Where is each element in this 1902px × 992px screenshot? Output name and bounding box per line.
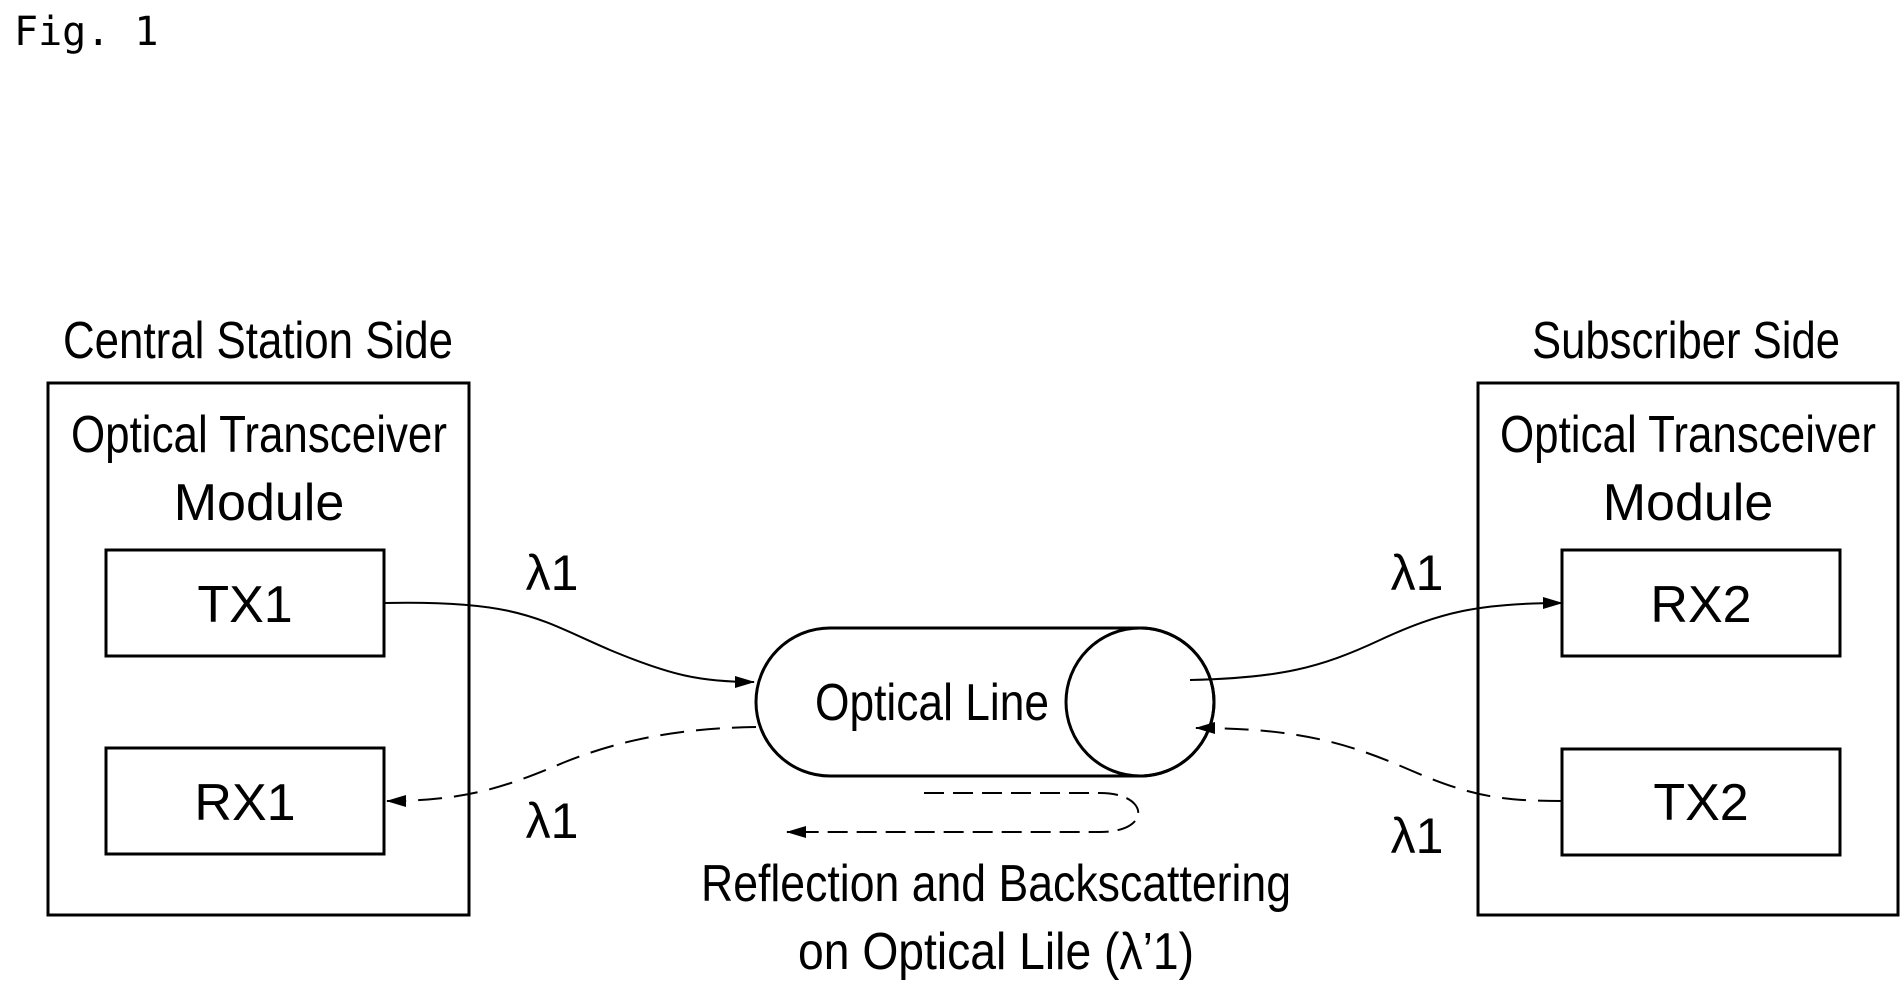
reflection-caption-line2: on Optical Lile (λ’1) (798, 923, 1194, 981)
rx1-label: RX1 (194, 774, 295, 832)
rx2-wavelength-label: λ1 (1391, 545, 1444, 601)
line-to-rx1-arrow (387, 727, 756, 801)
rx2-label: RX2 (1650, 576, 1751, 634)
reflection-caption-line1: Reflection and Backscattering (701, 855, 1291, 913)
tx1-to-line-arrow (384, 603, 754, 682)
optical-line-label: Optical Line (815, 674, 1049, 732)
figure-label: Fig. 1 (14, 9, 159, 55)
subscriber-module-title-line2: Module (1603, 474, 1774, 532)
tx1-wavelength-label: λ1 (526, 545, 579, 601)
central-module-title-line1: Optical Transceiver (71, 406, 447, 464)
tx1-label: TX1 (197, 576, 292, 634)
optical-line-end-cap (1066, 628, 1214, 776)
line-to-rx2-arrow (1190, 603, 1562, 680)
central-station-title: Central Station Side (63, 312, 453, 370)
tx2-to-line-arrow (1196, 728, 1562, 801)
tx2-label: TX2 (1653, 774, 1748, 832)
rx1-wavelength-label: λ1 (526, 793, 579, 849)
subscriber-title: Subscriber Side (1532, 312, 1840, 370)
reflection-backscatter-arrow (787, 793, 1138, 832)
central-module-title-line2: Module (174, 474, 345, 532)
tx2-wavelength-label: λ1 (1391, 808, 1444, 864)
subscriber-module-title-line1: Optical Transceiver (1500, 406, 1876, 464)
